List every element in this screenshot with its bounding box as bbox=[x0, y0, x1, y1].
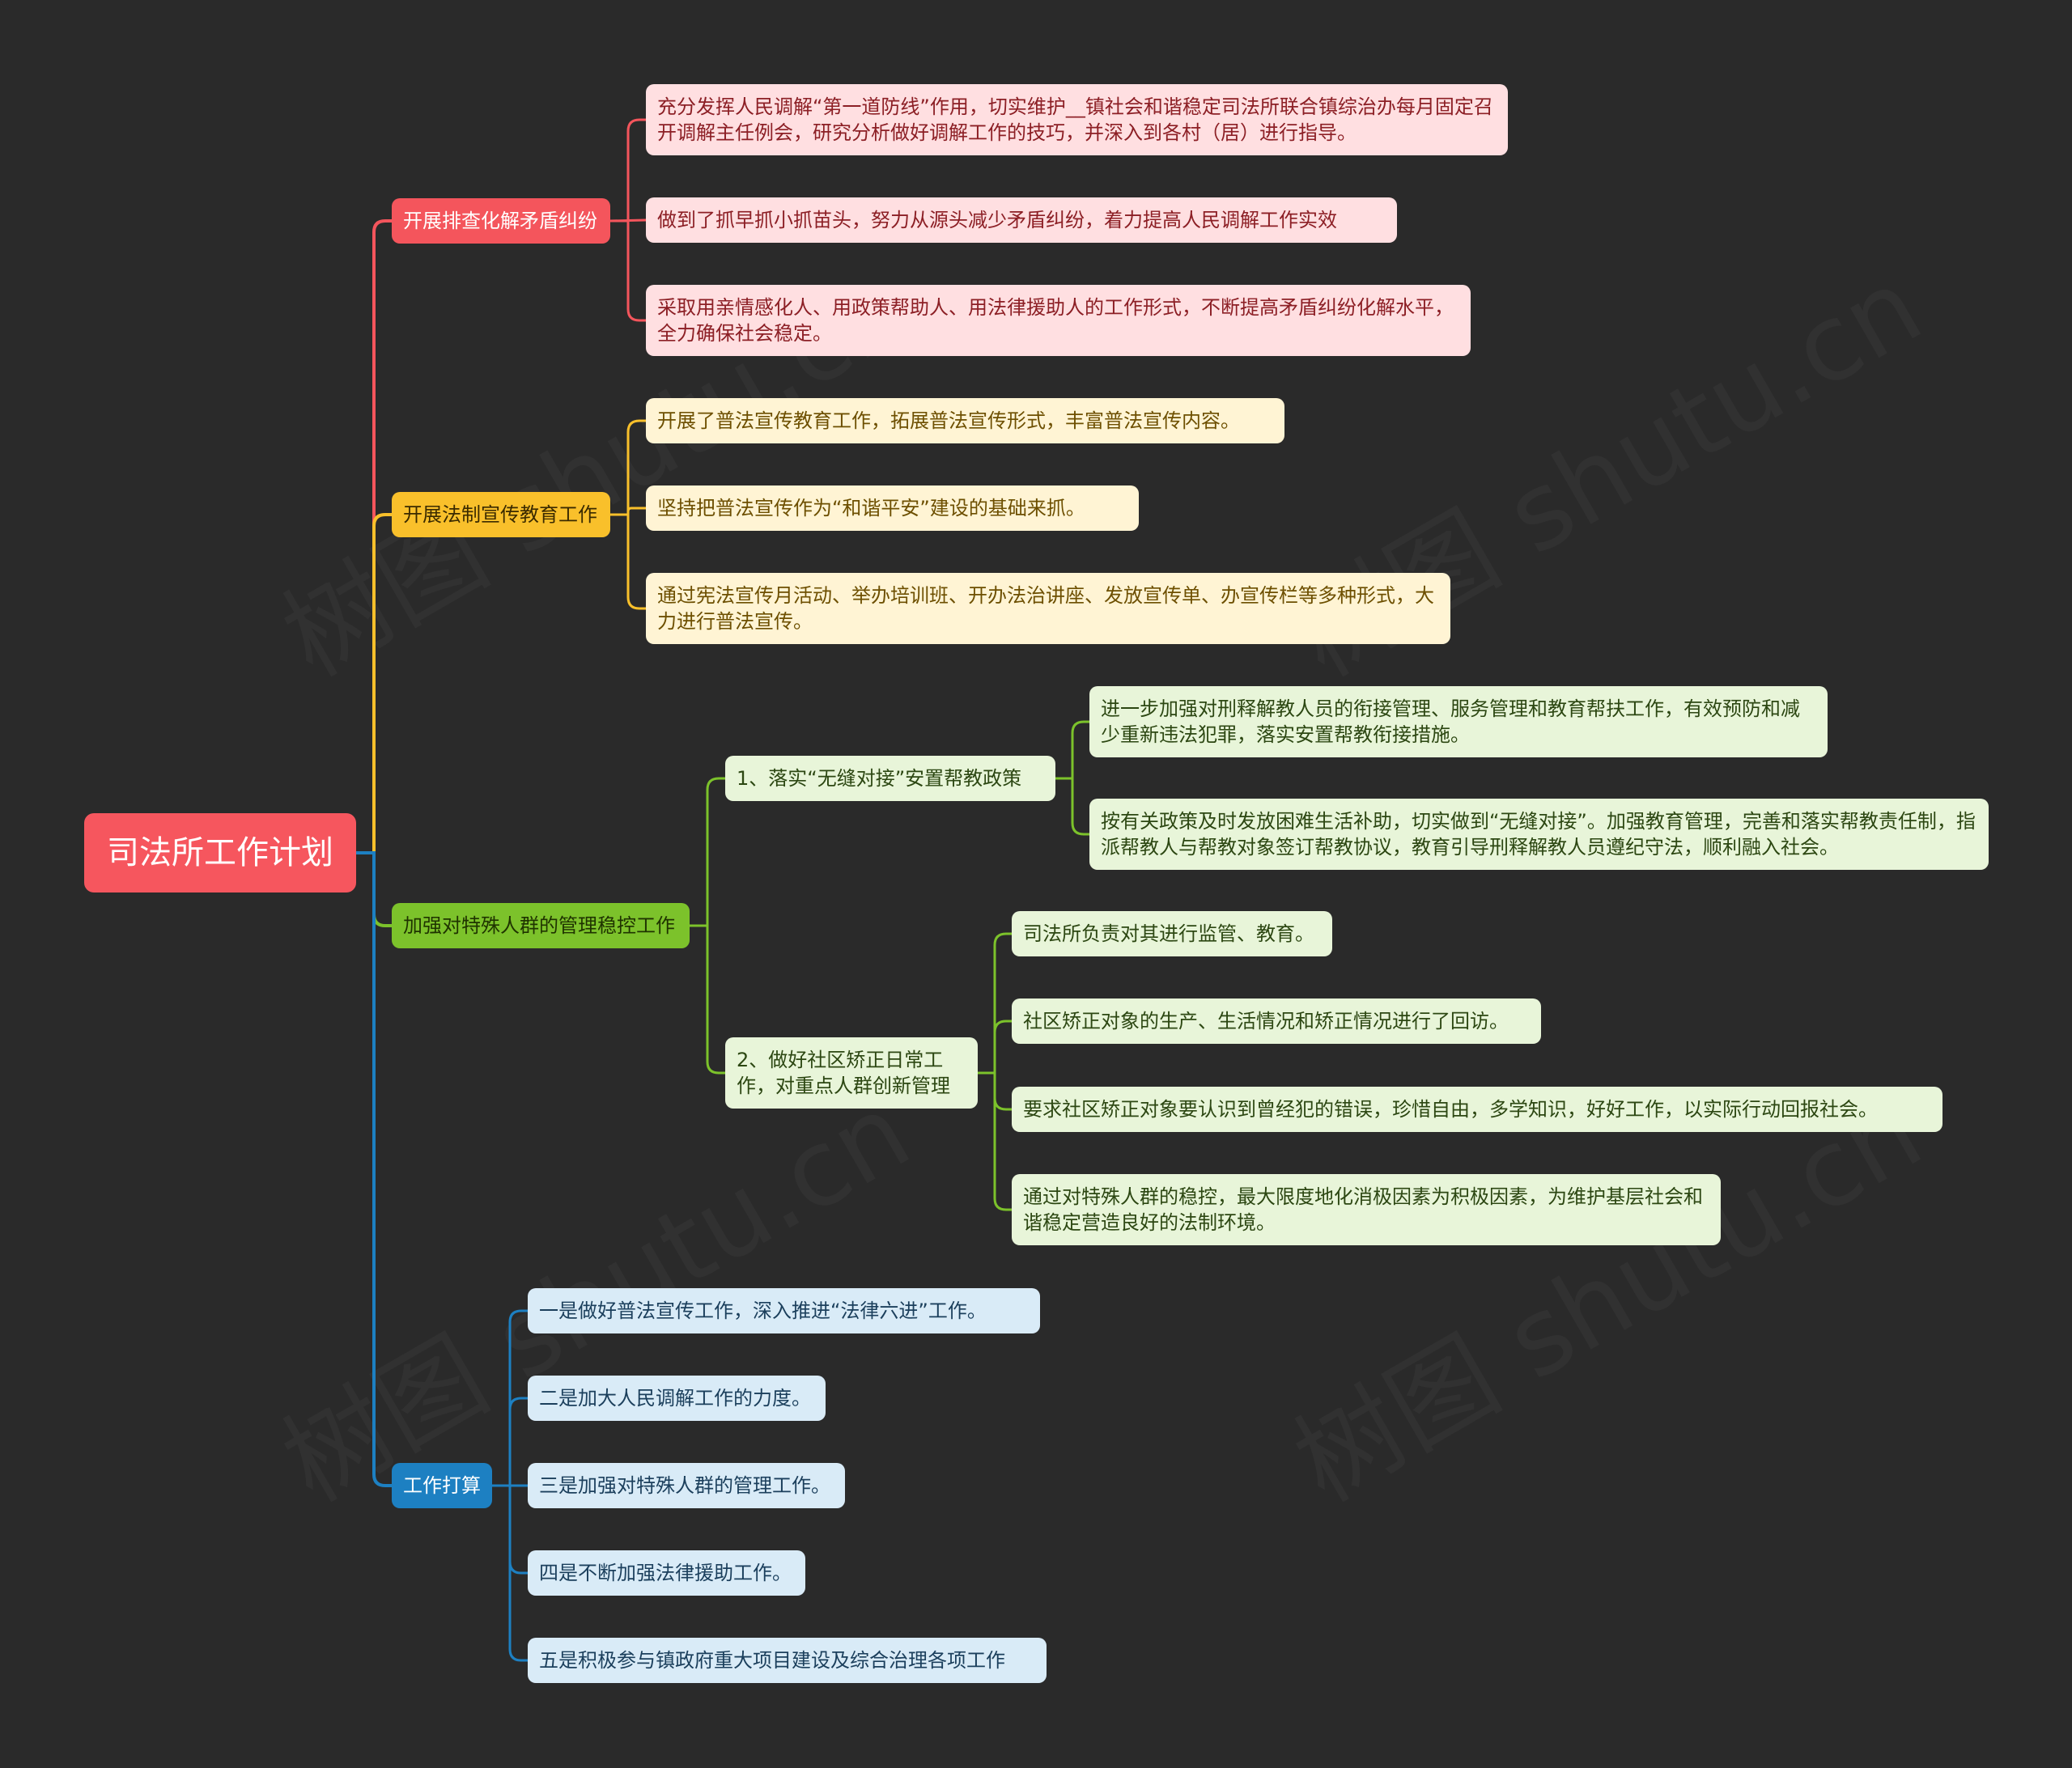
leaf-topic[interactable]: 五是积极参与镇政府重大项目建设及综合治理各项工作 bbox=[528, 1638, 1047, 1683]
leaf-topic[interactable]: 采取用亲情感化人、用政策帮助人、用法律援助人的工作形式，不断提高矛盾纠纷化解水平… bbox=[646, 285, 1471, 356]
connector-line bbox=[609, 219, 648, 322]
root-topic[interactable]: 司法所工作计划 bbox=[84, 813, 356, 892]
branch-topic-mediation[interactable]: 开展排查化解矛盾纠纷 bbox=[392, 198, 610, 244]
leaf-topic[interactable]: 进一步加强对刑释解教人员的衔接管理、服务管理和教育帮扶工作，有效预防和减少重新违… bbox=[1089, 686, 1828, 757]
connector-line bbox=[688, 777, 727, 927]
leaf-topic[interactable]: 开展了普法宣传教育工作，拓展普法宣传形式，丰富普法宣传内容。 bbox=[646, 398, 1284, 443]
branch-topic-special-groups[interactable]: 加强对特殊人群的管理稳控工作 bbox=[392, 903, 690, 948]
connector-line bbox=[490, 1484, 529, 1575]
leaf-topic[interactable]: 按有关政策及时发放困难生活补助，切实做到“无缝对接”。加强教育管理，完善和落实帮… bbox=[1089, 799, 1989, 870]
connector-line bbox=[609, 218, 648, 223]
leaf-topic[interactable]: 司法所负责对其进行监管、教育。 bbox=[1012, 911, 1332, 956]
connector-line bbox=[609, 118, 648, 223]
connector-line bbox=[976, 932, 1013, 1075]
leaf-topic[interactable]: 二是加大人民调解工作的力度。 bbox=[528, 1376, 826, 1421]
connector-line bbox=[976, 1020, 1013, 1075]
leaf-topic[interactable]: 充分发挥人民调解“第一道防线”作用，切实维护__镇社会和谐稳定司法所联合镇综治办… bbox=[646, 84, 1508, 155]
leaf-topic[interactable]: 做到了抓早抓小抓苗头，努力从源头减少矛盾纠纷，着力提高人民调解工作实效 bbox=[646, 197, 1397, 243]
branch-topic-work-plan[interactable]: 工作打算 bbox=[392, 1463, 492, 1508]
sub-topic-community-correction[interactable]: 2、做好社区矫正日常工作，对重点人群创新管理 bbox=[725, 1037, 978, 1109]
connector-line bbox=[976, 1071, 1013, 1111]
leaf-topic[interactable]: 要求社区矫正对象要认识到曾经犯的错误，珍惜自由，多学知识，好好工作，以实际行动回… bbox=[1012, 1087, 1942, 1132]
connector-line bbox=[490, 1484, 529, 1662]
sub-topic-seamless-connection[interactable]: 1、落实“无缝对接”安置帮教政策 bbox=[725, 756, 1055, 801]
leaf-topic[interactable]: 社区矫正对象的生产、生活情况和矫正情况进行了回访。 bbox=[1012, 998, 1541, 1044]
connector-line bbox=[688, 924, 727, 1075]
leaf-topic[interactable]: 四是不断加强法律援助工作。 bbox=[528, 1550, 805, 1596]
leaf-topic[interactable]: 通过宪法宣传月活动、举办培训班、开办法治讲座、发放宣传单、办宣传栏等多种形式，大… bbox=[646, 573, 1450, 644]
connector-line bbox=[1054, 720, 1091, 780]
connector-line bbox=[1054, 777, 1091, 836]
connector-line bbox=[976, 1071, 1013, 1211]
branch-topic-legal-education[interactable]: 开展法制宣传教育工作 bbox=[392, 492, 610, 537]
leaf-topic[interactable]: 坚持把普法宣传作为“和谐平安”建设的基础来抓。 bbox=[646, 485, 1139, 531]
leaf-topic[interactable]: 三是加强对特殊人群的管理工作。 bbox=[528, 1463, 845, 1508]
connector-line bbox=[355, 851, 393, 927]
leaf-topic[interactable]: 通过对特殊人群的稳控，最大限度地化消极因素为积极因素，为维护基层社会和谐稳定营造… bbox=[1012, 1174, 1721, 1245]
leaf-topic[interactable]: 一是做好普法宣传工作，深入推进“法律六进”工作。 bbox=[528, 1288, 1040, 1333]
